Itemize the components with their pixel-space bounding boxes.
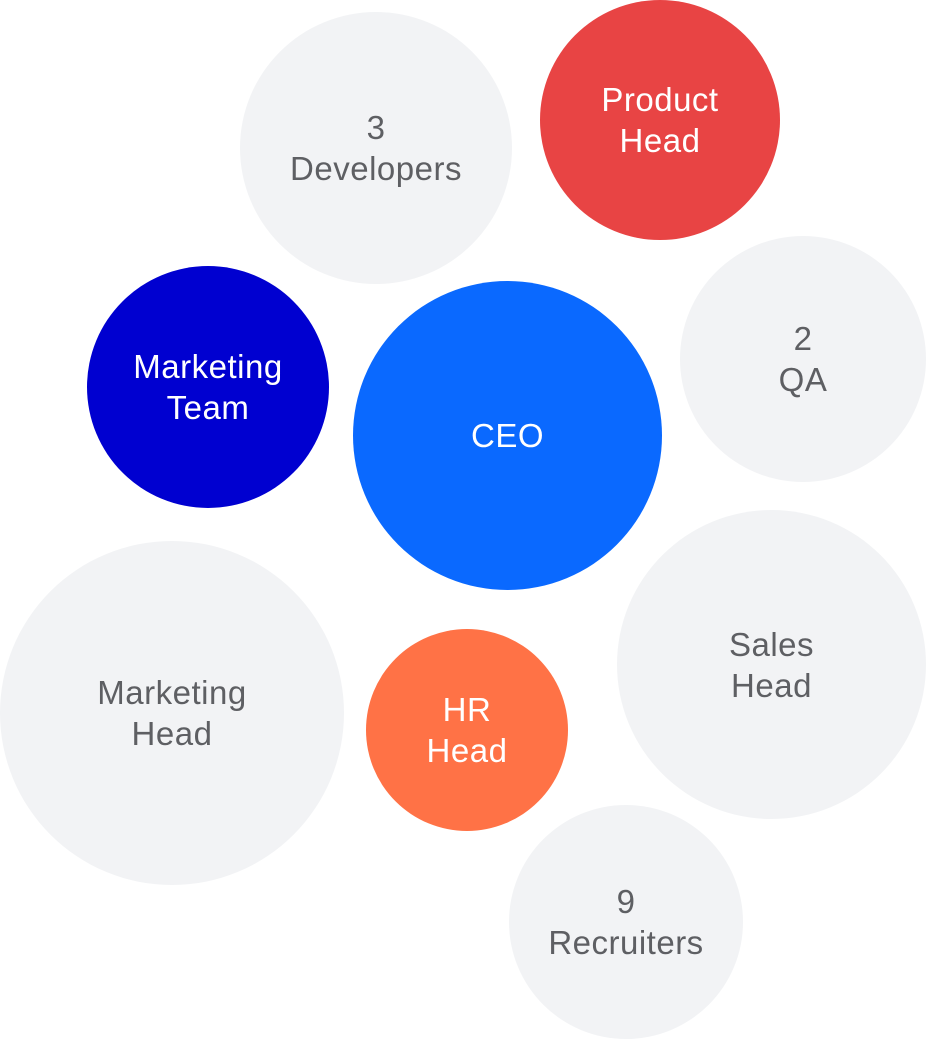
marketing-head-label: Marketing Head [97,672,246,754]
sales-head-line2: Head [731,666,812,704]
marketing-team-label: Marketing Team [133,346,282,428]
product-head-bubble: Product Head [540,0,780,240]
sales-head-bubble: Sales Head [617,510,926,819]
ceo-title: CEO [470,417,544,454]
recruiters-title: Recruiters [548,924,704,961]
sales-head-label: Sales Head [729,624,814,706]
product-head-label: Product Head [601,79,718,161]
recruiters-label: 9 Recruiters [548,881,703,963]
marketing-team-bubble: Marketing Team [87,266,329,508]
product-head-line1: Product [601,81,719,118]
marketing-head-bubble: Marketing Head [0,541,344,885]
developers-title: Developers [290,150,462,187]
sales-head-line1: Sales [728,625,815,663]
recruiters-count: 9 [616,883,636,920]
product-head-line2: Head [619,122,701,159]
marketing-team-line2: Team [166,389,250,426]
marketing-head-line2: Head [131,715,213,752]
hr-head-bubble: HR Head [366,629,568,831]
hr-head-line1: HR [442,691,492,728]
recruiters-bubble: 9 Recruiters [509,805,743,1039]
hr-head-line2: Head [426,732,508,769]
qa-label: 2 QA [779,318,828,400]
hr-head-label: HR Head [427,689,508,771]
marketing-head-line1: Marketing [97,674,247,711]
qa-title: QA [778,361,828,398]
qa-bubble: 2 QA [680,236,926,482]
ceo-label: CEO [471,415,544,456]
qa-count: 2 [793,320,813,357]
developers-label: 3 Developers [290,107,462,189]
developers-count: 3 [366,109,386,146]
marketing-team-line1: Marketing [133,348,283,385]
ceo-bubble: CEO [353,281,662,590]
developers-bubble: 3 Developers [240,12,512,284]
